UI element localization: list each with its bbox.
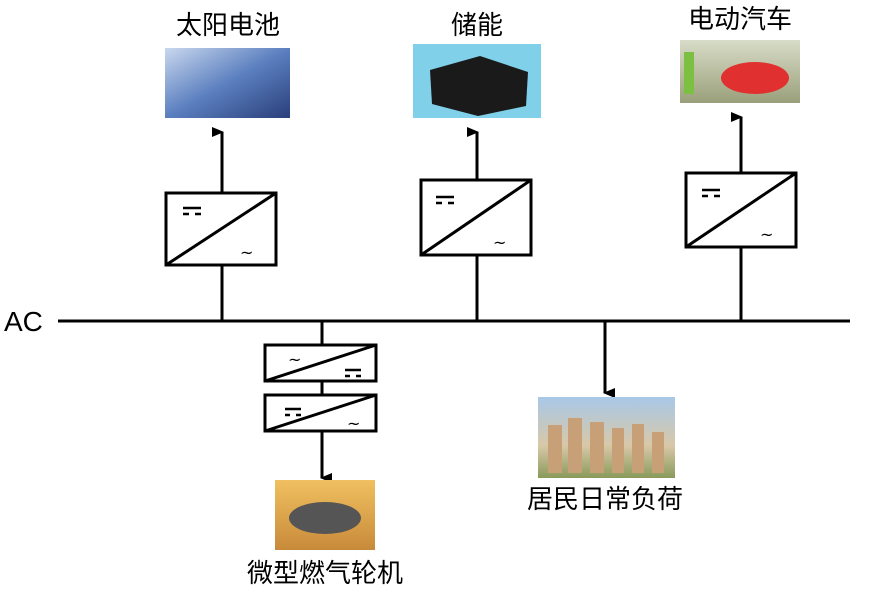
dc-symbol-icon [183,206,201,216]
ac-symbol-icon: ~ [347,414,360,433]
solar-panel-image [165,48,290,118]
ac-symbol-icon: ~ [240,243,253,262]
ev-label: 电动汽车 [688,5,792,35]
load-branch: 居民日常负荷 [527,321,683,515]
microturbine-branch: ~ ~ 微型燃气轮机 [247,321,403,589]
battery-shape [430,56,528,116]
microturbine-converter-1: ~ [263,343,378,383]
ac-symbol-icon: ~ [288,350,301,369]
dc-symbol-icon [345,368,361,378]
solar-branch: 太阳电池 ~ [164,11,290,321]
ev-branch: 电动汽车 ~ [680,5,800,321]
storage-converter: ~ [419,178,533,257]
dc-symbol-icon [285,407,301,417]
microturbine-label: 微型燃气轮机 [247,559,403,589]
dc-symbol-icon [436,195,454,205]
dc-symbol-icon [702,188,720,198]
microturbine-converter-2: ~ [263,393,378,433]
ac-symbol-icon: ~ [760,225,773,244]
load-label: 居民日常负荷 [527,485,683,515]
ac-bus-label: AC [4,306,43,337]
storage-label: 储能 [451,11,503,41]
solar-converter: ~ [164,191,278,267]
ev-converter: ~ [684,171,798,249]
ac-symbol-icon: ~ [493,233,506,252]
storage-branch: 储能 ~ [413,11,541,321]
solar-label: 太阳电池 [176,11,280,41]
